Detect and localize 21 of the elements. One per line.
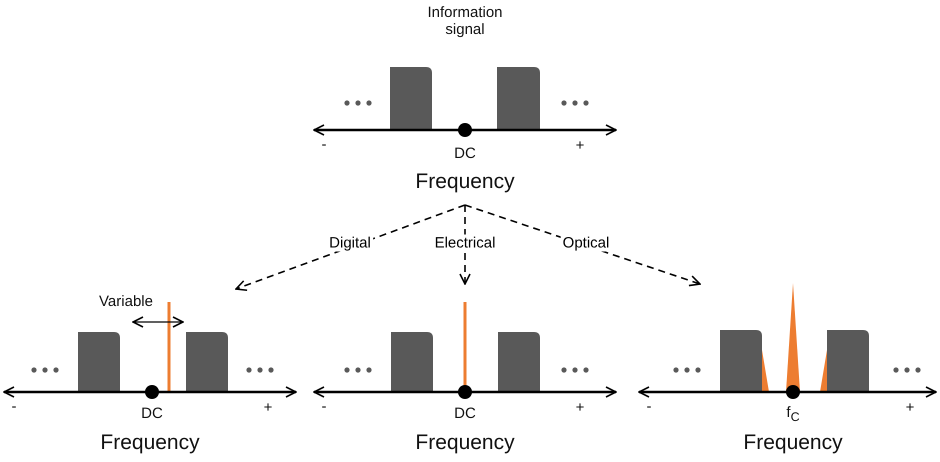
axis-label: Variable [99,293,153,310]
axis-title: Frequency [415,431,515,456]
dashed-arrow [235,204,466,292]
axis-label: f$_{C}$ [786,404,800,424]
axis-title: Frequency [100,431,200,456]
axis-title: Frequency [743,431,843,456]
diagram-heading: Information signal [426,4,504,38]
axis-label: - [322,136,326,154]
axis-label: + [576,399,584,416]
axis-title: Frequency [415,170,515,194]
axis-label: + [264,399,272,416]
axis-label: DC [141,405,163,422]
edge-label: Digital [327,234,373,252]
axis-label: DC [454,405,476,422]
axis-label: - [12,398,16,416]
axis-label: DC [454,145,476,162]
axis-label: - [322,398,326,416]
axis-label: + [576,137,584,154]
axis-label: - [646,398,652,416]
edge-label: Optical [560,234,612,252]
axis-label: + [906,399,914,416]
